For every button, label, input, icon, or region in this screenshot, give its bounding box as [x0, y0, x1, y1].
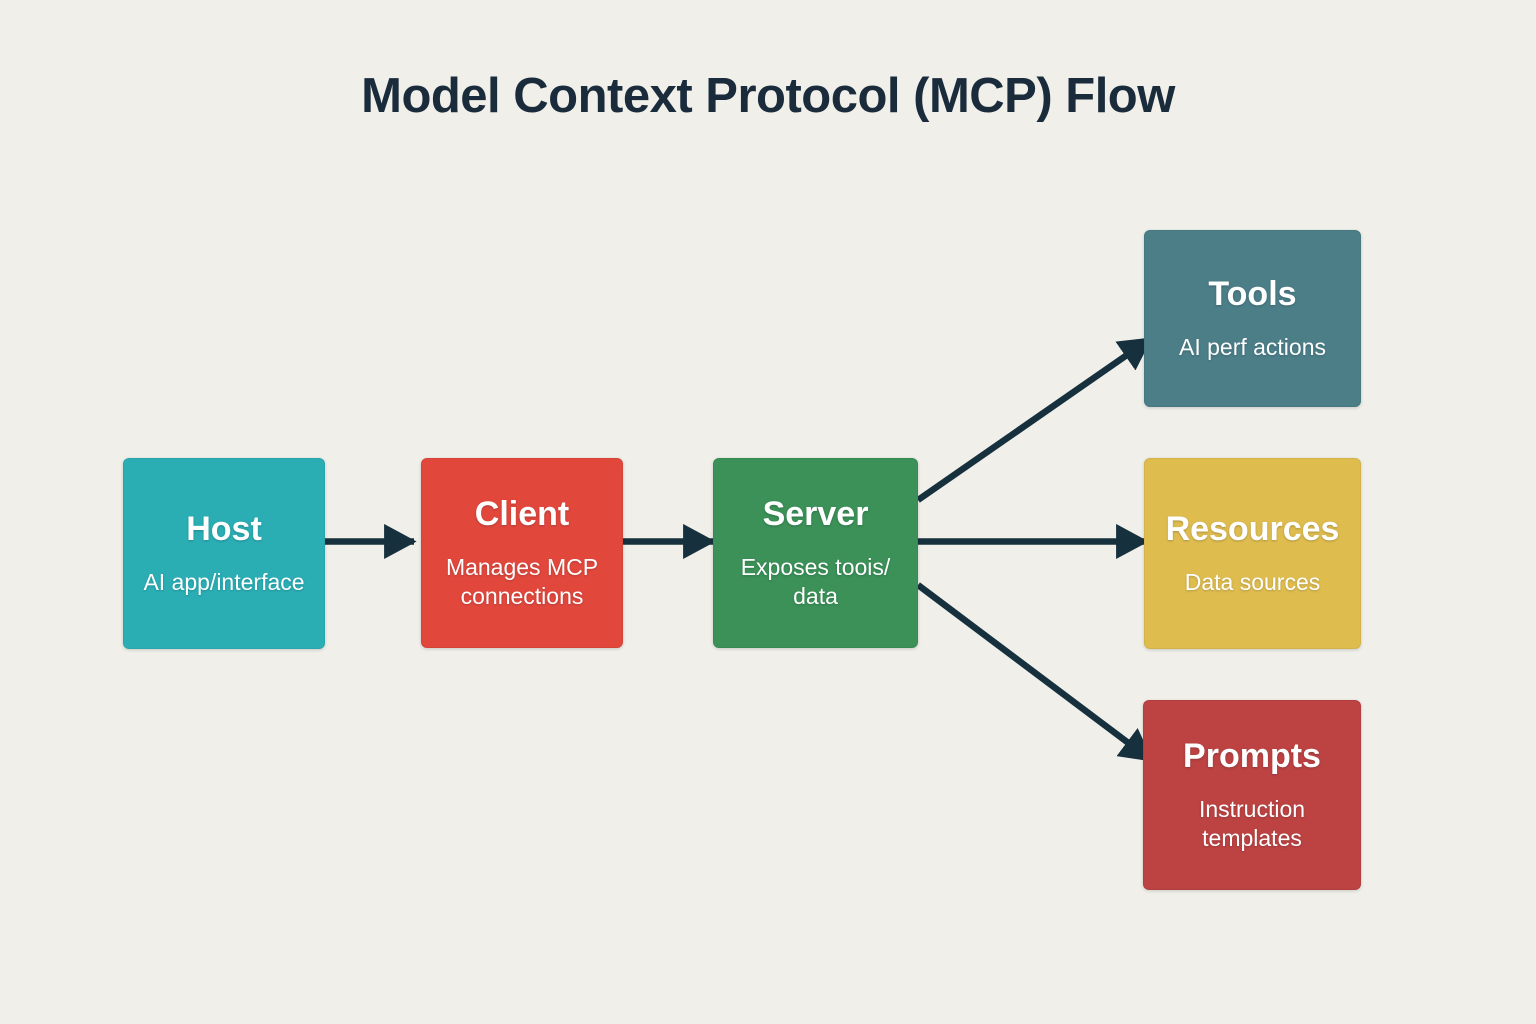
diagram-title: Model Context Protocol (MCP) Flow: [361, 69, 1175, 123]
node-host-label: Host: [186, 510, 262, 549]
node-prompts-label: Prompts: [1183, 737, 1321, 776]
node-resources: Resources Data sources: [1144, 458, 1361, 649]
node-resources-label: Resources: [1165, 510, 1340, 549]
node-client-sublabel: Manages MCP connections: [445, 553, 599, 609]
node-tools: Tools AI perf actions: [1144, 230, 1361, 407]
node-tools-label: Tools: [1208, 275, 1297, 314]
node-host: Host AI app/interface: [123, 458, 325, 649]
node-server-sublabel: Exposes toois/ data: [740, 553, 891, 609]
node-prompts: Prompts Instruction templates: [1143, 700, 1361, 890]
node-resources-sublabel: Data sources: [1184, 568, 1321, 595]
node-tools-sublabel: AI perf actions: [1178, 333, 1327, 360]
node-host-sublabel: AI app/interface: [143, 568, 305, 595]
node-server-label: Server: [762, 495, 869, 534]
node-client: Client Manages MCP connections: [421, 458, 623, 648]
arrow-server-to-tools: [916, 336, 1153, 503]
arrow-server-to-prompts: [916, 582, 1154, 763]
node-server: Server Exposes toois/ data: [713, 458, 918, 648]
node-client-label: Client: [474, 495, 570, 534]
node-prompts-sublabel: Instruction templates: [1198, 795, 1306, 851]
